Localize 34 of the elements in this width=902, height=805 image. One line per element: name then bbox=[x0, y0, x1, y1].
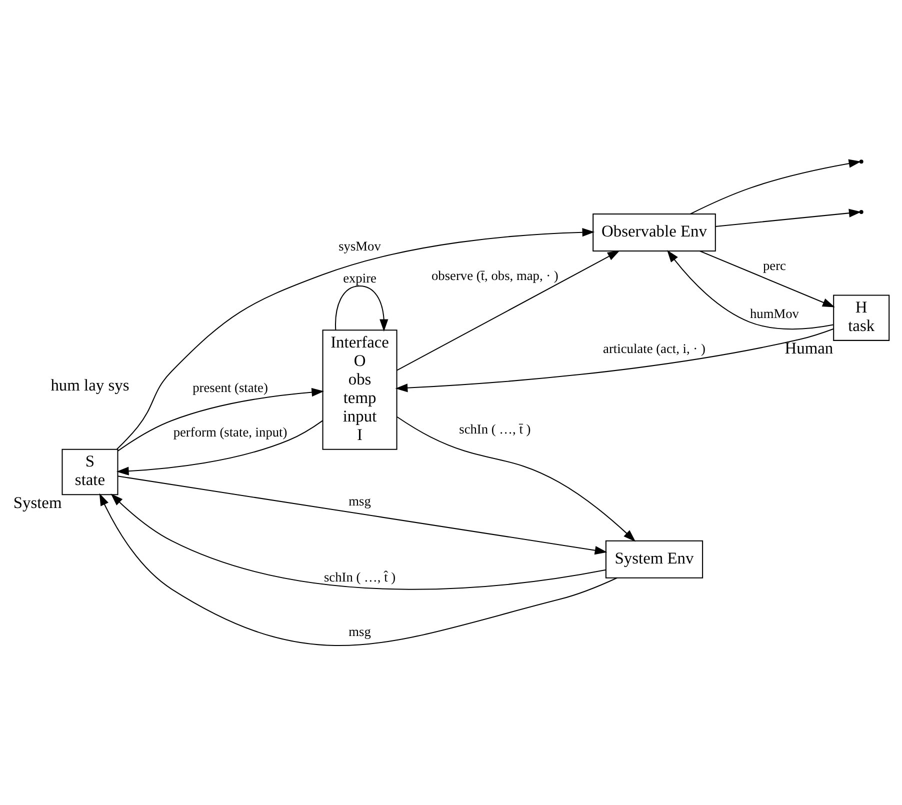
edge-label: schIn ( …, t̄ ) bbox=[459, 420, 531, 436]
arrow bbox=[395, 328, 834, 392]
arrow bbox=[110, 493, 606, 590]
arrow bbox=[396, 416, 636, 542]
arrow bbox=[666, 249, 834, 330]
arrow bbox=[118, 387, 324, 451]
arrow bbox=[700, 250, 835, 307]
arrow bbox=[715, 208, 862, 226]
node-label: System bbox=[13, 492, 62, 512]
label: hum lay sys bbox=[50, 375, 130, 394]
node-label: Human bbox=[784, 338, 834, 358]
arrow bbox=[99, 492, 618, 646]
edge-label: msg bbox=[348, 492, 371, 508]
node-box: Observable Env bbox=[592, 213, 716, 252]
arrow bbox=[690, 158, 862, 214]
edge-label: sysMov bbox=[338, 238, 381, 253]
edge-label: humMov bbox=[750, 306, 799, 321]
edge-label: schIn ( …, t̂ ) bbox=[324, 568, 396, 584]
node-box: Interface O obs temp input I bbox=[322, 329, 398, 450]
arrow bbox=[116, 420, 323, 475]
edge-label: present (state) bbox=[192, 380, 268, 395]
arrow bbox=[116, 228, 595, 450]
edge-label: msg bbox=[348, 623, 371, 638]
edge-label: perc bbox=[763, 257, 786, 272]
arrow bbox=[118, 475, 608, 554]
arrow bbox=[335, 284, 388, 332]
edge-label: expire bbox=[343, 270, 376, 285]
node-box: System Env bbox=[605, 540, 704, 578]
edge-label: observe (t̄, obs, map, · ) bbox=[431, 268, 558, 283]
node-box: H task bbox=[833, 294, 890, 340]
arrow bbox=[396, 250, 620, 370]
node-box: S state bbox=[62, 448, 118, 495]
edge-label: articulate (act, i, · ) bbox=[603, 340, 706, 356]
edge-label: perform (state, input) bbox=[173, 424, 288, 439]
